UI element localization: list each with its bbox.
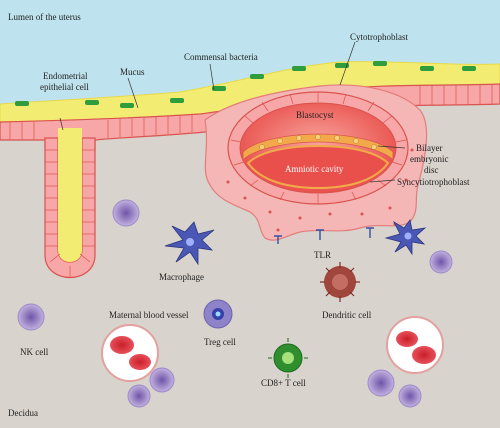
label-bilayer-1: Bilayer [416,143,443,153]
lining-cell-lines [9,84,493,140]
label-decidua: Decidua [8,408,38,418]
leader-lines [59,41,406,183]
macrophage-cell-2 [384,219,427,256]
amniotic-cavity [246,144,390,190]
dendritic-cell [320,262,360,302]
tlr-receptors [274,227,374,244]
maternal-blood-vessel [101,324,159,382]
label-mucus: Mucus [120,67,145,77]
label-endometrial-2: epithelial cell [40,82,89,92]
label-blastocyst: Blastocyst [296,110,334,120]
maternal-blood-vessel-2 [386,316,444,374]
nk-cell [17,199,453,408]
label-cd8: CD8+ T cell [261,378,306,388]
macrophage-cell [164,221,215,266]
label-syncytiotrophoblast: Syncytiotrophoblast [397,177,470,187]
treg-cell [203,299,233,329]
label-endometrial-1: Endometrial [43,71,88,81]
label-bilayer-2: embryonic [410,154,449,164]
cd8-t-cell [268,338,308,378]
label-commensal: Commensal bacteria [184,52,258,62]
label-amniotic: Amniotic cavity [285,164,344,174]
label-maternal-vessel: Maternal blood vessel [109,310,189,320]
label-cytotrophoblast: Cytotrophoblast [350,32,408,42]
commensal-bacteria-group [15,61,476,108]
label-bilayer-3: disc [424,165,439,175]
gland-cell-lines [45,149,95,277]
gland-lumen [58,128,82,262]
label-nk: NK cell [20,347,49,357]
disc-cell-dots [259,134,377,150]
label-lumen: Lumen of the uterus [8,12,81,22]
label-dendritic: Dendritic cell [322,310,372,320]
label-tlr: TLR [314,250,331,260]
label-treg: Treg cell [204,337,236,347]
label-macrophage: Macrophage [159,272,204,282]
